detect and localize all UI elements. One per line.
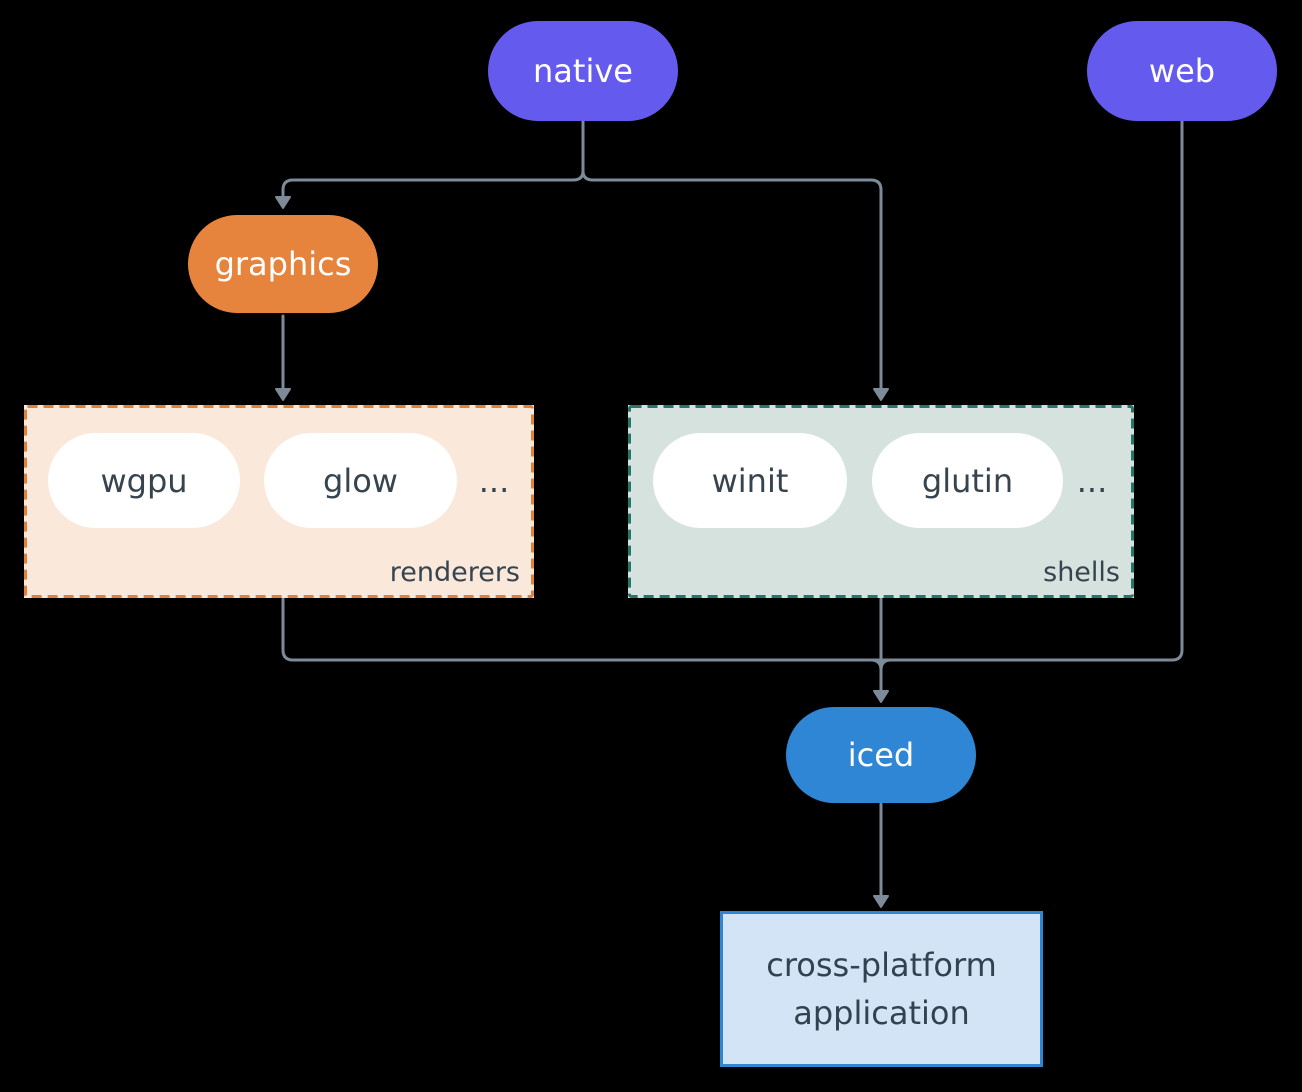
node-iced: iced [786,707,976,803]
node-winit: winit [653,433,847,528]
shells-group-label: shells [1043,557,1120,588]
node-graphics-label: graphics [214,245,352,283]
node-glutin: glutin [872,433,1063,528]
node-cross-platform-application: cross-platform application [720,911,1043,1067]
arrowheads [275,196,889,908]
node-glutin-label: glutin [921,461,1014,500]
node-wgpu-label: wgpu [100,461,188,500]
node-graphics: graphics [188,215,378,313]
arrowhead-into-application [873,895,889,908]
connector-renderers-to-junction [281,597,883,662]
renderers-group-label: renderers [389,557,520,588]
application-label-line1: cross-platform [766,946,997,984]
arrowhead-into-renderers [275,388,291,401]
connector-native-to-graphics [281,169,585,197]
connector-web-to-junction [879,119,1184,662]
node-web: web [1087,21,1277,121]
node-iced-label: iced [847,736,915,774]
arrowhead-into-shells [873,388,889,401]
arrowhead-into-graphics [275,196,291,209]
group-renderers: wgpu glow ... renderers [24,405,534,598]
group-shells: winit glutin ... shells [628,405,1134,598]
node-native: native [488,21,678,121]
renderers-ellipsis: ... [478,461,510,500]
renderers-dashed-border [24,405,534,598]
node-winit-label: winit [711,461,789,500]
shells-ellipsis: ... [1076,461,1108,500]
connector-native-to-shells [581,169,883,390]
node-glow: glow [264,433,457,528]
application-label-line2: application [793,994,970,1032]
node-wgpu: wgpu [48,433,240,528]
arrowhead-into-iced [873,690,889,703]
shells-dashed-border [628,405,1134,598]
node-web-label: web [1148,52,1216,90]
node-native-label: native [533,52,633,90]
connector-lines [281,119,1184,897]
node-glow-label: glow [323,461,398,500]
